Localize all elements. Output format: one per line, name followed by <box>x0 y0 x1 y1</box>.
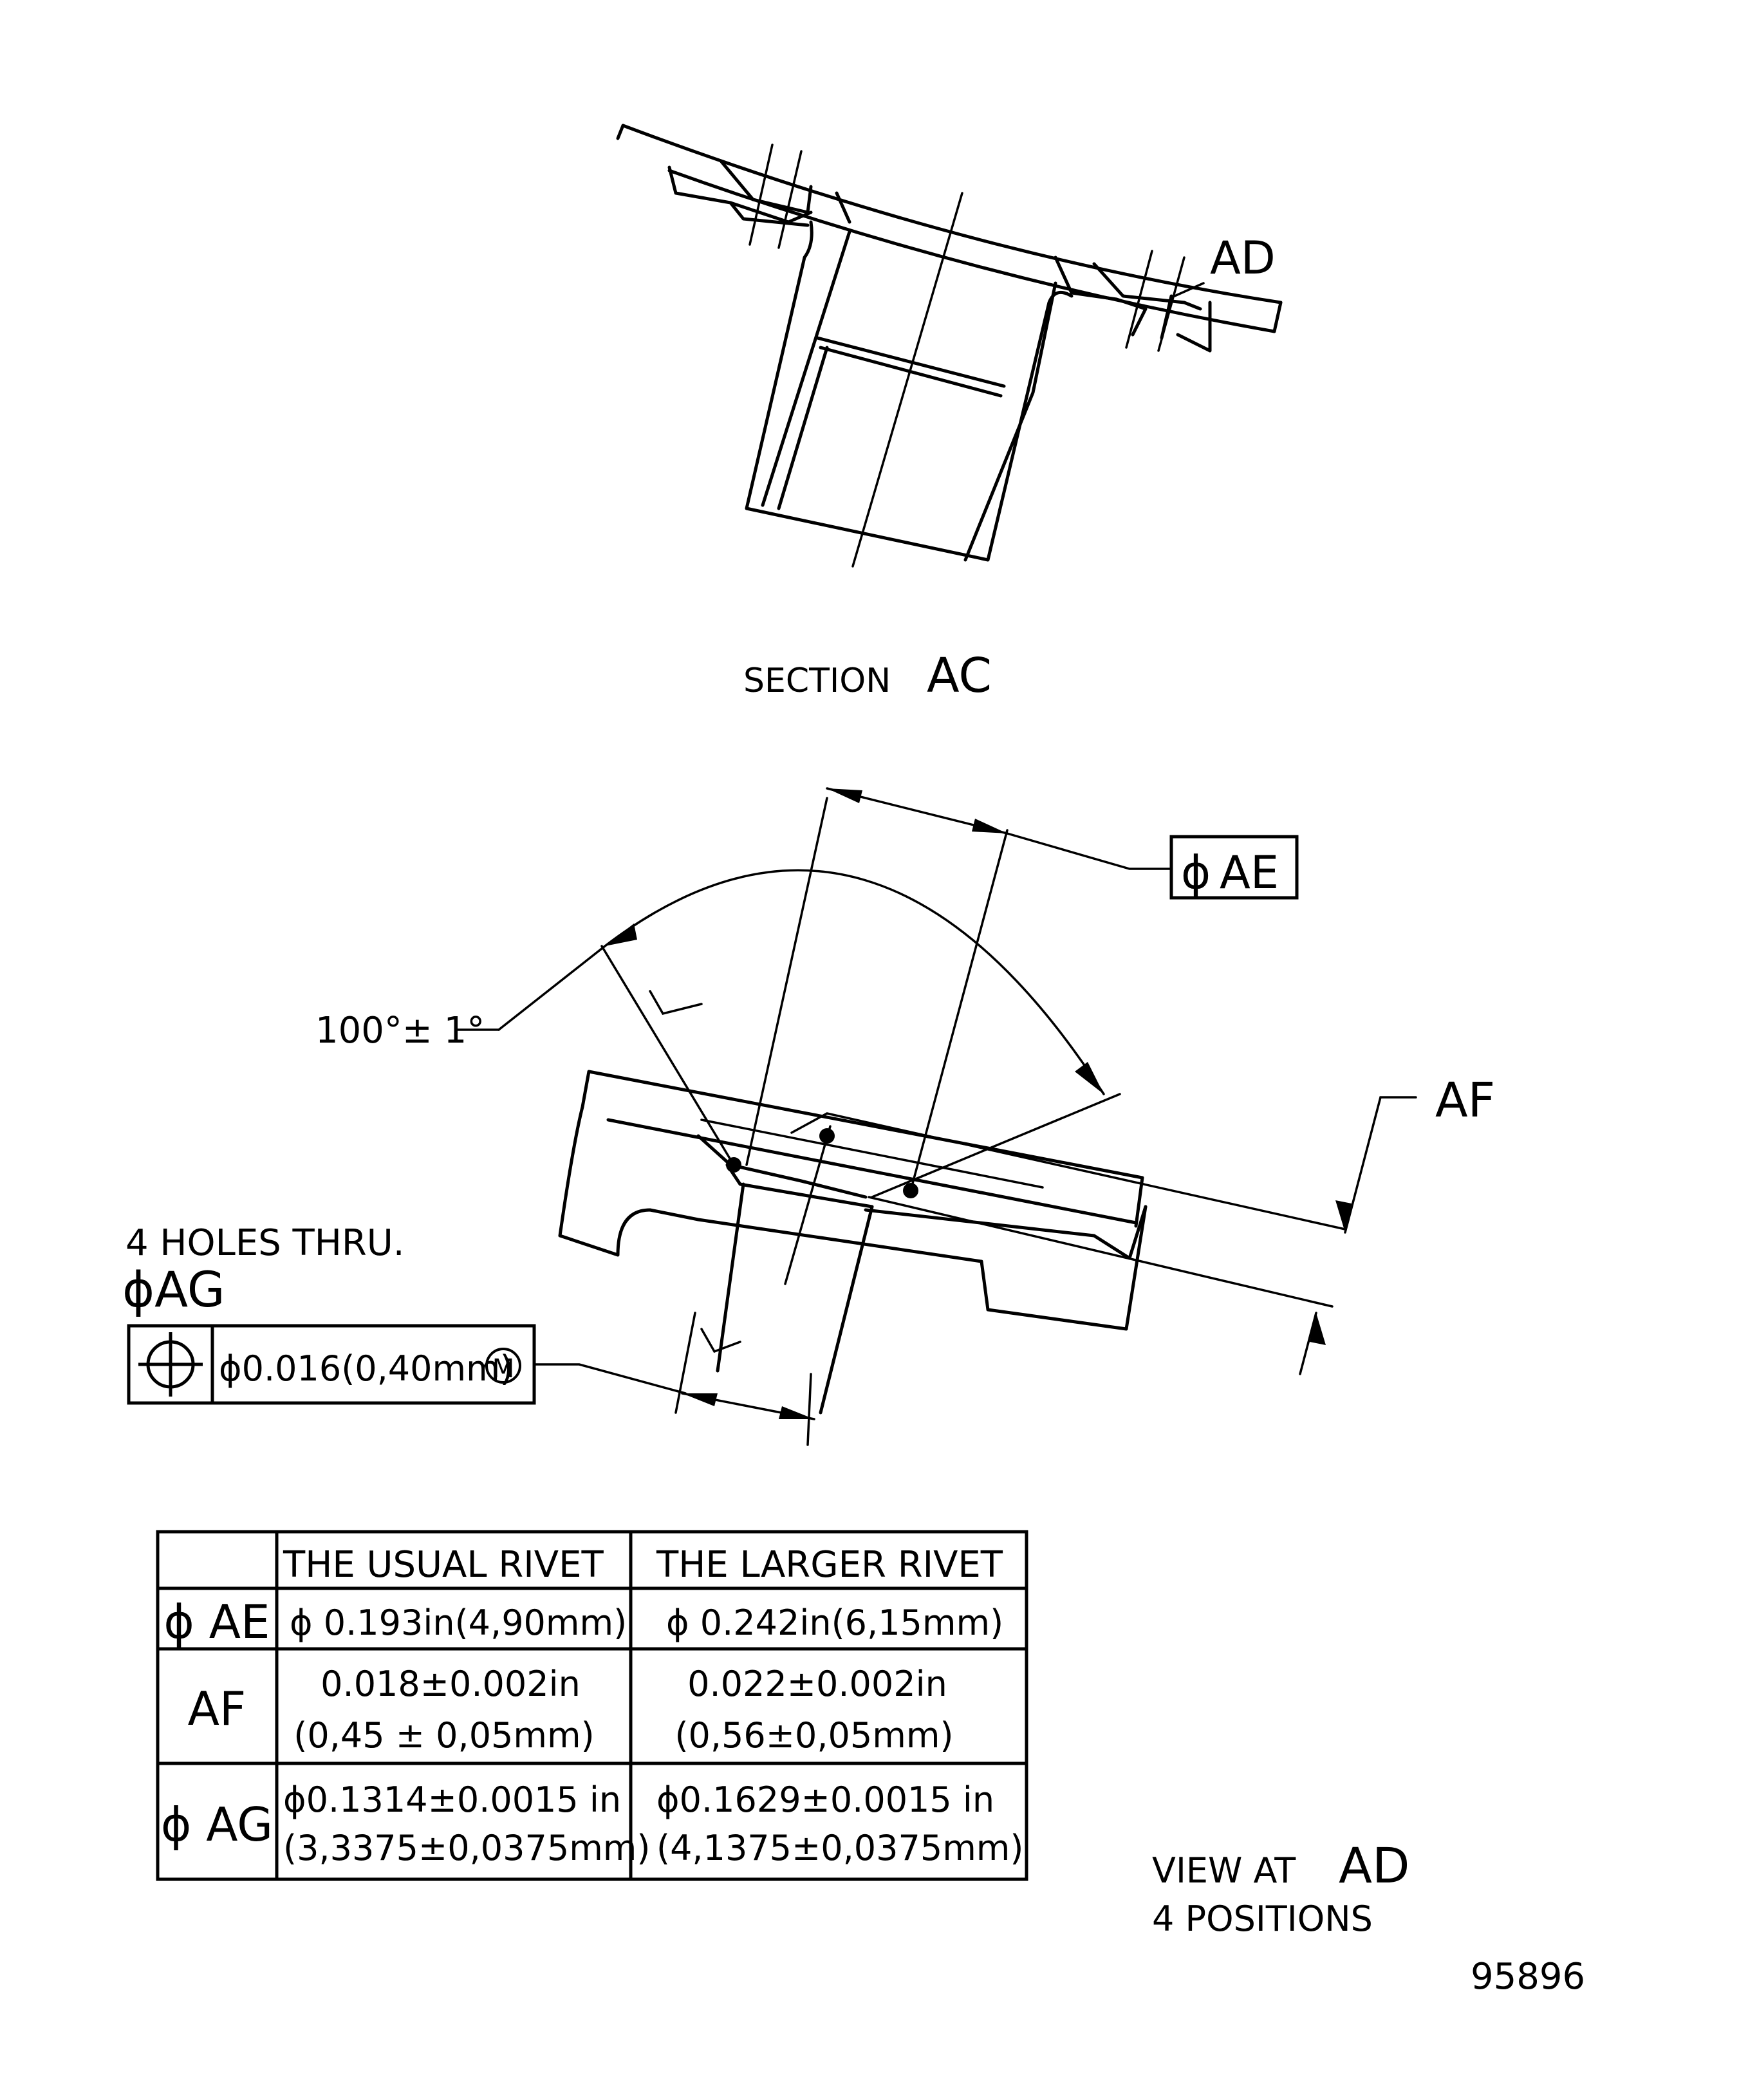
ae-dimension-label: AE <box>1220 846 1279 899</box>
holes-note: 4 HOLES THRU. <box>126 1222 405 1264</box>
af-dimension-label: AF <box>1435 1073 1495 1128</box>
position-symbol-icon <box>138 1332 203 1397</box>
table-cell: (0,45 ± 0,05mm) <box>293 1715 594 1756</box>
table-cell: (3,3375±0,0375mm) <box>283 1828 650 1868</box>
table-cell: 0.022±0.002in <box>687 1664 947 1704</box>
table-row-label: ϕ AG <box>161 1798 273 1852</box>
ae-callout-box <box>1169 835 1299 900</box>
table-header-larger: THE LARGER RIVET <box>656 1544 1003 1586</box>
fcf-modifier: M <box>492 1354 515 1384</box>
view-ad-drawing <box>533 787 1417 1446</box>
table-header-usual: THE USUAL RIVET <box>283 1544 604 1586</box>
mmc-modifier-icon <box>485 1348 521 1384</box>
table-cell: (0,56±0,05mm) <box>674 1715 953 1756</box>
table-cell: ϕ 0.193in(4,90mm) <box>290 1603 627 1643</box>
ae-diameter-symbol: ϕ <box>1181 846 1211 899</box>
section-label-id: AC <box>927 648 992 703</box>
drawing-number: 95896 <box>1471 1956 1585 1998</box>
table-cell: ϕ 0.242in(6,15mm) <box>666 1603 1003 1643</box>
section-label-prefix: SECTION <box>743 662 891 700</box>
table-cell: ϕ0.1629±0.0015 in <box>656 1779 994 1820</box>
view-caption-positions: 4 POSITIONS <box>1152 1899 1373 1939</box>
feature-control-frame: ϕ0.016(0,40mm) M <box>127 1324 536 1405</box>
table-cell: ϕ0.1314±0.0015 in <box>283 1779 621 1820</box>
fcf-tolerance: ϕ0.016(0,40mm) <box>219 1348 514 1389</box>
table-cell: (4,1375±0,0375mm) <box>656 1828 1023 1868</box>
section-ac-drawing <box>616 124 1283 568</box>
ad-callout-label: AD <box>1210 232 1276 284</box>
table-cell: 0.018±0.002in <box>321 1664 581 1704</box>
rivet-table: THE USUAL RIVET THE LARGER RIVET ϕ AE ϕ … <box>156 1530 1028 1881</box>
view-caption-prefix: VIEW AT <box>1152 1850 1296 1891</box>
hole-diameter-label: ϕAG <box>122 1261 225 1318</box>
table-row-label: ϕ AE <box>163 1595 270 1649</box>
view-caption-id: AD <box>1339 1837 1410 1894</box>
table-row-label: AF <box>188 1682 246 1736</box>
